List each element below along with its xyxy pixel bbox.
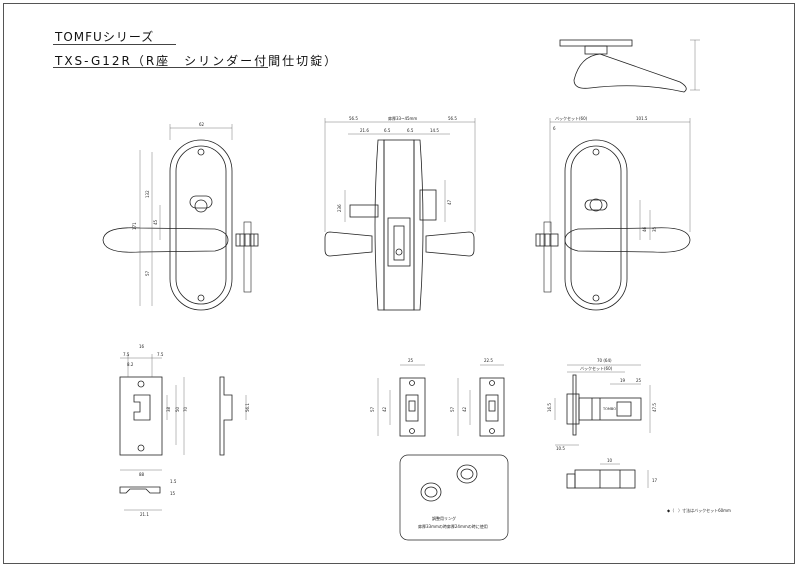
dim-strike-bottom: 88 <box>139 472 145 477</box>
dim-front-h3: 57 <box>145 270 150 276</box>
latch-label: TOMBO <box>602 407 616 411</box>
dim-strike-w2: 7.5 <box>123 352 130 357</box>
ring-note-desc: 扉厚33mmの時扉厚24mmの時に使用 <box>418 523 488 529</box>
dim-side-d3: 6.5 <box>407 128 414 133</box>
strike-plate <box>119 354 247 511</box>
dim-strike-w4: 8.2 <box>127 362 134 367</box>
dim-latch-bottom-d2: 17 <box>652 478 658 483</box>
dim-strike-h4: 56.1 <box>245 403 250 412</box>
faceplate-b <box>457 364 505 437</box>
dim-front-total: 171 <box>132 222 137 230</box>
dim-faceplate-b-h1: 57 <box>450 406 455 412</box>
dim-latch-bottom-d1: 10 <box>607 458 613 463</box>
title-underline <box>53 44 176 45</box>
dim-latch-backset: バックセット(60) <box>580 365 613 371</box>
title-underline <box>53 67 268 68</box>
side-view <box>324 118 476 311</box>
dim-latch-bottom: 10.5 <box>556 446 565 451</box>
front-view <box>102 124 259 311</box>
dim-latch-d2: 25 <box>636 378 642 383</box>
dim-side-backset-left: 56.5 <box>349 116 358 121</box>
dim-side-right: 47 <box>447 199 452 205</box>
dim-latch-total: 70 (64) <box>597 358 612 363</box>
dim-front-h2: 45 <box>153 219 158 225</box>
dim-door-thickness: 扉厚33~45mm <box>388 115 417 121</box>
dim-back-backset: バックセット(60) <box>555 115 588 121</box>
dim-strike-detail-h2: 15 <box>170 491 176 496</box>
dim-strike-detail-h1: 1.5 <box>170 479 177 484</box>
ring-note-label: 調整用リング <box>432 515 456 521</box>
dim-strike-w3: 7.5 <box>157 352 164 357</box>
dim-strike-h3: 70 <box>183 406 188 412</box>
footnote: ◆（ ）寸法はバックセット60mm <box>667 508 731 513</box>
drawing-frame <box>3 3 795 564</box>
dim-latch-d1: 19 <box>620 378 626 383</box>
dim-strike-w1: 16 <box>139 344 145 349</box>
dim-latch-h2: 47.5 <box>652 403 657 412</box>
dim-faceplate-a-width: 25 <box>408 358 414 363</box>
model-title: TXS-G12R（R座 シリンダー付間仕切錠） <box>55 54 339 68</box>
faceplate-a <box>377 364 426 437</box>
dim-front-h1: 132 <box>145 190 150 198</box>
dim-strike-h2: 50 <box>175 406 180 412</box>
dim-side-d1: 21.6 <box>360 128 369 133</box>
dim-side-d4: 14.5 <box>430 128 439 133</box>
dim-back-width: 101.5 <box>636 116 648 121</box>
dim-back-d2: 46 <box>642 226 647 232</box>
back-view <box>535 118 691 311</box>
ring-note-box <box>399 454 509 541</box>
latch-assembly <box>554 364 651 489</box>
dim-front-width: 62 <box>199 122 205 127</box>
series-title: TOMFUシリーズ <box>55 30 155 44</box>
dim-side-left: 236 <box>337 204 342 212</box>
dim-strike-detail-w: 21.1 <box>140 512 149 517</box>
dim-faceplate-a-h1: 57 <box>370 406 375 412</box>
dim-faceplate-b-h2: 42 <box>462 406 467 412</box>
dim-side-backset-right: 56.5 <box>448 116 457 121</box>
dim-strike-h1: 38 <box>166 406 171 412</box>
lever-top-detail <box>559 39 700 93</box>
dim-faceplate-b-width: 22.5 <box>484 358 493 363</box>
dim-back-d3: 35 <box>652 226 657 232</box>
dim-back-d1: 6 <box>553 126 556 131</box>
dim-latch-h1: 16.5 <box>547 403 552 412</box>
dim-side-d2: 6.5 <box>384 128 391 133</box>
dim-faceplate-a-h2: 42 <box>382 406 387 412</box>
